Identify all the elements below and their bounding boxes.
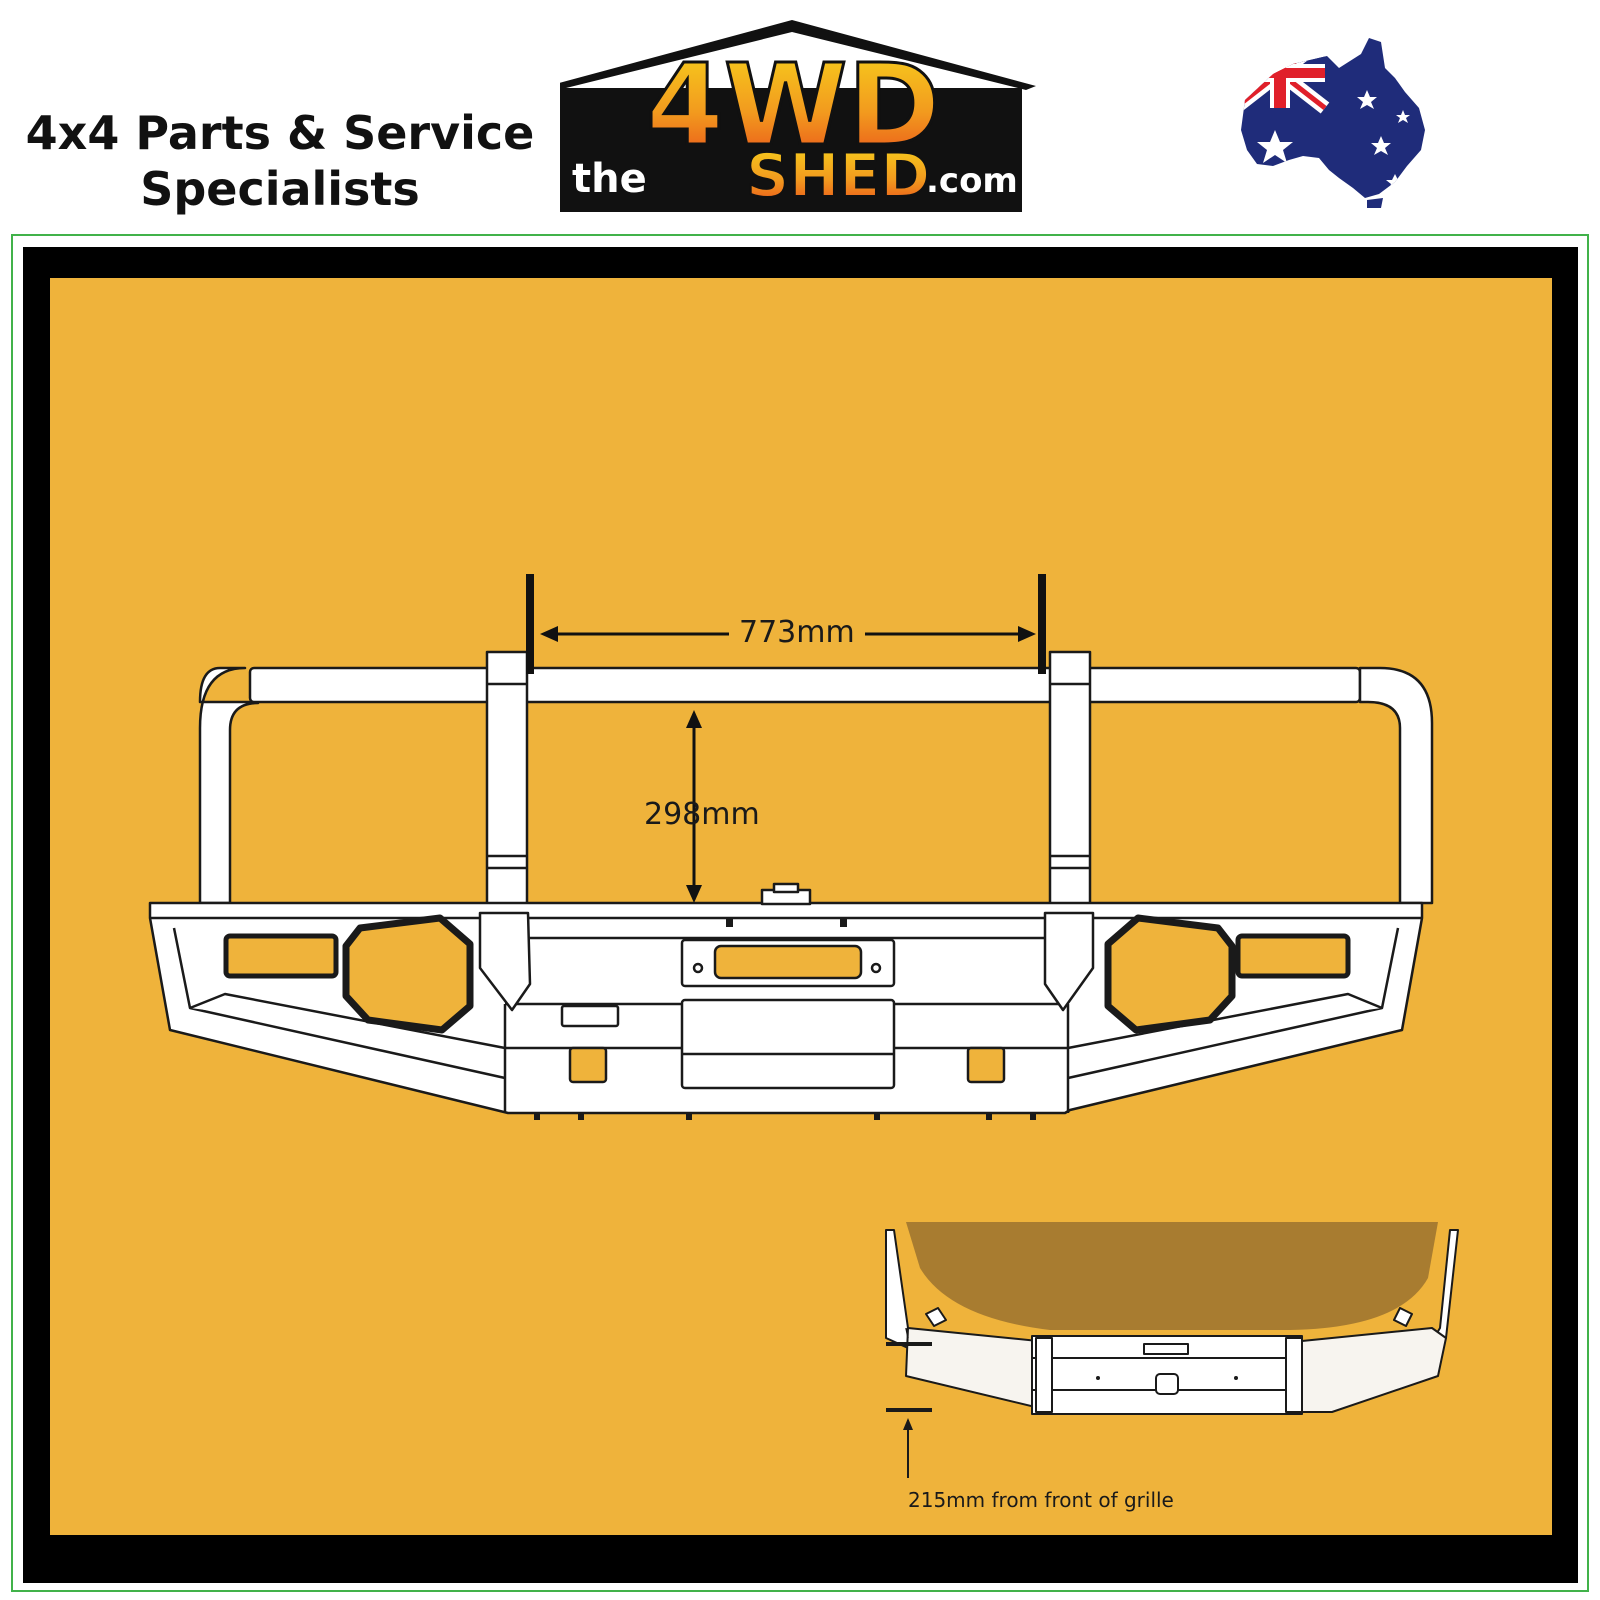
hoop-tube-right <box>1358 666 1434 905</box>
post-base-right <box>1043 911 1095 1012</box>
bull-bar-drawing <box>148 574 1459 1478</box>
number-plate-panel <box>680 998 896 1090</box>
star-icon <box>1371 136 1391 155</box>
australia-flag-map <box>1241 38 1425 208</box>
star-icon <box>1357 90 1377 109</box>
union-jack <box>1241 38 1330 114</box>
logo-the: the <box>572 156 647 202</box>
hoop-tube-left <box>198 666 260 905</box>
logo-shed: SHED <box>746 141 930 211</box>
tagline-line-2: Specialists <box>140 162 420 216</box>
fog-light-left <box>342 914 474 1034</box>
height-dimension-label: 298mm <box>644 797 760 832</box>
top-tube <box>248 666 1362 704</box>
indicator-light-left <box>223 933 339 979</box>
bumper-bolts <box>534 918 1036 1120</box>
star-icon <box>1396 110 1410 123</box>
star-icon <box>1257 130 1293 163</box>
width-dimension-label: 773mm <box>729 616 865 650</box>
header: 4x4 Parts & Service Specialists the 4WD … <box>0 0 1600 230</box>
upright-right <box>1048 650 1092 919</box>
grille-offset-note: 215mm from front of grille <box>908 1488 1174 1512</box>
upright-left <box>485 650 529 919</box>
tagline: 4x4 Parts & Service Specialists <box>20 105 540 217</box>
logo-4wd: 4WD <box>646 41 940 171</box>
winch-fairlead-slot <box>713 944 863 980</box>
indicator-light-right <box>1235 933 1351 979</box>
diagram-panel: 773mm 298mm 215mm from front of grille <box>50 278 1552 1535</box>
tow-slot-right <box>966 1046 1006 1084</box>
hood-shadow <box>906 1222 1438 1330</box>
post-base-left <box>478 911 532 1012</box>
tow-slot-left <box>568 1046 608 1084</box>
fog-light-right <box>1104 914 1236 1034</box>
inset-view <box>885 1222 1459 1478</box>
the-4wd-shed-logo[interactable]: the 4WD SHED .com <box>560 14 1040 214</box>
image-border <box>11 234 1589 1592</box>
height-dimension <box>686 710 702 903</box>
tagline-line-1: 4x4 Parts & Service <box>25 106 535 160</box>
logo-com: .com <box>926 161 1018 201</box>
